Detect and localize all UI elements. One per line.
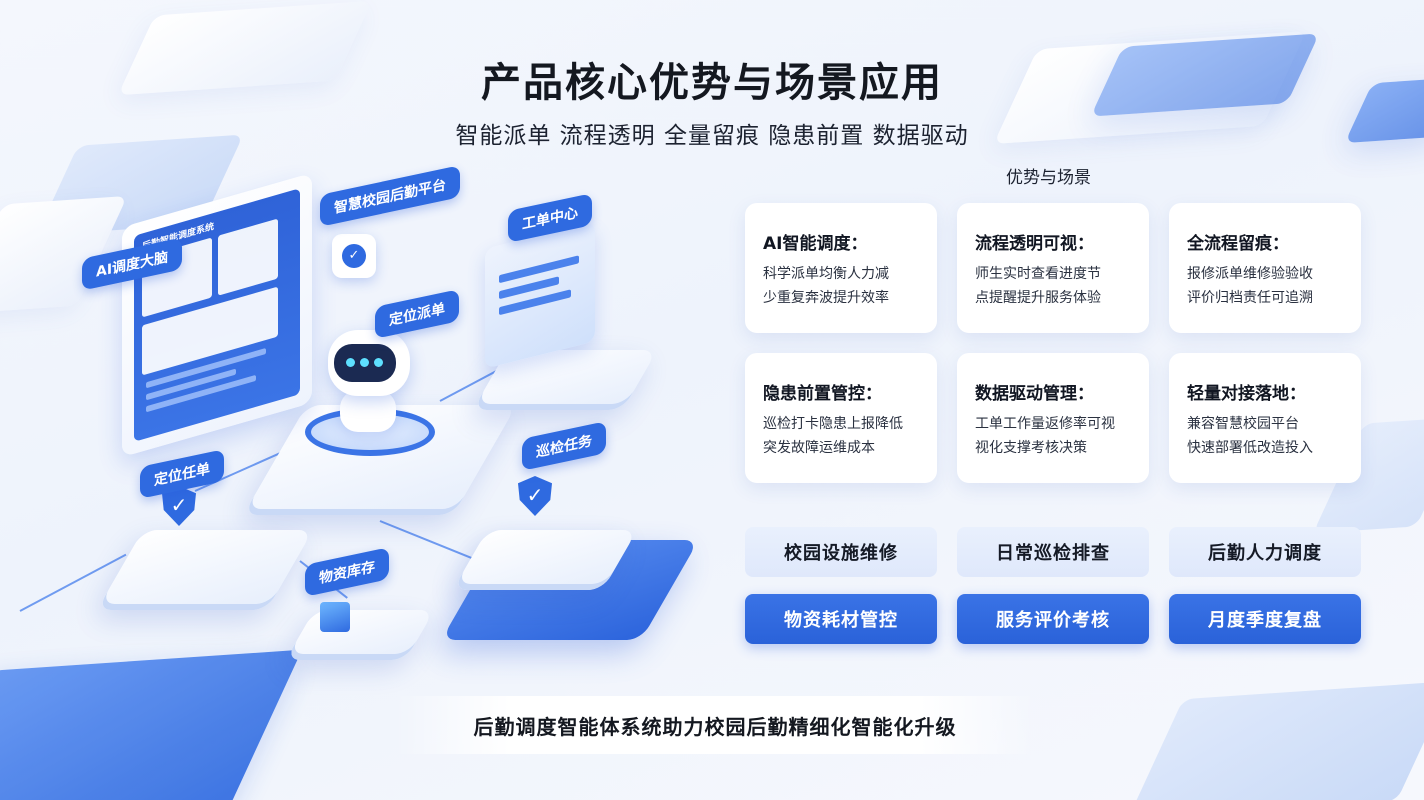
inventory-platform — [285, 610, 435, 660]
card-title: AI智能调度： — [763, 234, 868, 254]
background-tile — [1127, 681, 1424, 800]
scenario-pill: 服务评价考核 — [957, 594, 1149, 644]
system-illustration: 后勤智能调度系统 ✓ ✓ ✓ AI调度大脑 智慧校园后勤平台 工单中心 定位派单… — [0, 150, 730, 710]
card-text: 视化支撑考核决策 — [975, 440, 1087, 456]
scenario-pill: 日常巡检排查 — [957, 527, 1149, 577]
advantage-card: 全流程留痕： 报修派单维修验验收 评价归档责任可追溯 — [1169, 203, 1361, 333]
card-text: 点提醒提升服务体验 — [975, 290, 1101, 306]
check-icon: ✓ — [342, 244, 366, 268]
scenario-pill: 月度季度复盘 — [1169, 594, 1361, 644]
card-text: 突发故障运维成本 — [763, 440, 875, 456]
robot-eye — [360, 358, 369, 367]
card-title: 轻量对接落地： — [1187, 384, 1306, 404]
card-text: 工单工作量返修率可视 — [975, 416, 1115, 432]
section-title: 优势与场景 — [1006, 168, 1091, 188]
shield-check-icon: ✓ — [518, 476, 552, 516]
advantage-card: 轻量对接落地： 兼容智慧校园平台 快速部署低改造投入 — [1169, 353, 1361, 483]
tag-platform: 智慧校园后勤平台 — [320, 165, 460, 227]
scenario-pill: 后勤人力调度 — [1169, 527, 1361, 577]
work-order-screen — [485, 221, 595, 369]
card-title: 流程透明可视： — [975, 234, 1094, 254]
card-text: 少重复奔波提升效率 — [763, 290, 889, 306]
advantage-card: 隐患前置管控： 巡检打卡隐患上报降低 突发故障运维成本 — [745, 353, 937, 483]
advantage-card: AI智能调度： 科学派单均衡人力减 少重复奔波提升效率 — [745, 203, 937, 333]
robot-face — [334, 344, 396, 382]
card-text: 师生实时查看进度节 — [975, 266, 1101, 282]
card-title: 全流程留痕： — [1187, 234, 1289, 254]
card-text: 兼容智慧校园平台 — [1187, 416, 1299, 432]
ai-dashboard-monitor: 后勤智能调度系统 — [122, 172, 312, 458]
advantage-card: 数据驱动管理： 工单工作量返修率可视 视化支撑考核决策 — [957, 353, 1149, 483]
card-text: 巡检打卡隐患上报降低 — [763, 416, 903, 432]
card-text: 评价归档责任可追溯 — [1187, 290, 1313, 306]
footer-banner: 后勤调度智能体系统助力校园后勤精细化智能化升级 — [395, 696, 1035, 754]
card-text: 快速部署低改造投入 — [1187, 440, 1313, 456]
inventory-cube-icon — [320, 602, 350, 632]
card-text: 报修派单维修验验收 — [1187, 266, 1313, 282]
scenario-pill: 校园设施维修 — [745, 527, 937, 577]
page-subtitle: 智能派单 流程透明 全量留痕 隐患前置 数据驱动 — [455, 123, 969, 149]
robot-eye — [374, 358, 383, 367]
check-badge: ✓ — [332, 234, 376, 278]
page-title: 产品核心优势与场景应用 — [481, 60, 943, 106]
robot-eye — [346, 358, 355, 367]
scenario-pill: 物资耗材管控 — [745, 594, 937, 644]
dashboard-screen: 后勤智能调度系统 — [134, 188, 300, 442]
card-title: 隐患前置管控： — [763, 384, 882, 404]
card-title: 数据驱动管理： — [975, 384, 1094, 404]
tag-patrol-task: 巡检任务 — [522, 421, 606, 471]
robot-icon — [328, 330, 410, 396]
dashboard-panel — [218, 218, 278, 296]
advantage-card: 流程透明可视： 师生实时查看进度节 点提醒提升服务体验 — [957, 203, 1149, 333]
robot-body — [340, 390, 396, 432]
card-text: 科学派单均衡人力减 — [763, 266, 889, 282]
tag-locate-dispatch: 定位派单 — [375, 289, 459, 339]
tag-inventory: 物资库存 — [305, 547, 389, 597]
dispatch-platform — [96, 530, 314, 610]
chart-bar-icon — [499, 255, 579, 284]
